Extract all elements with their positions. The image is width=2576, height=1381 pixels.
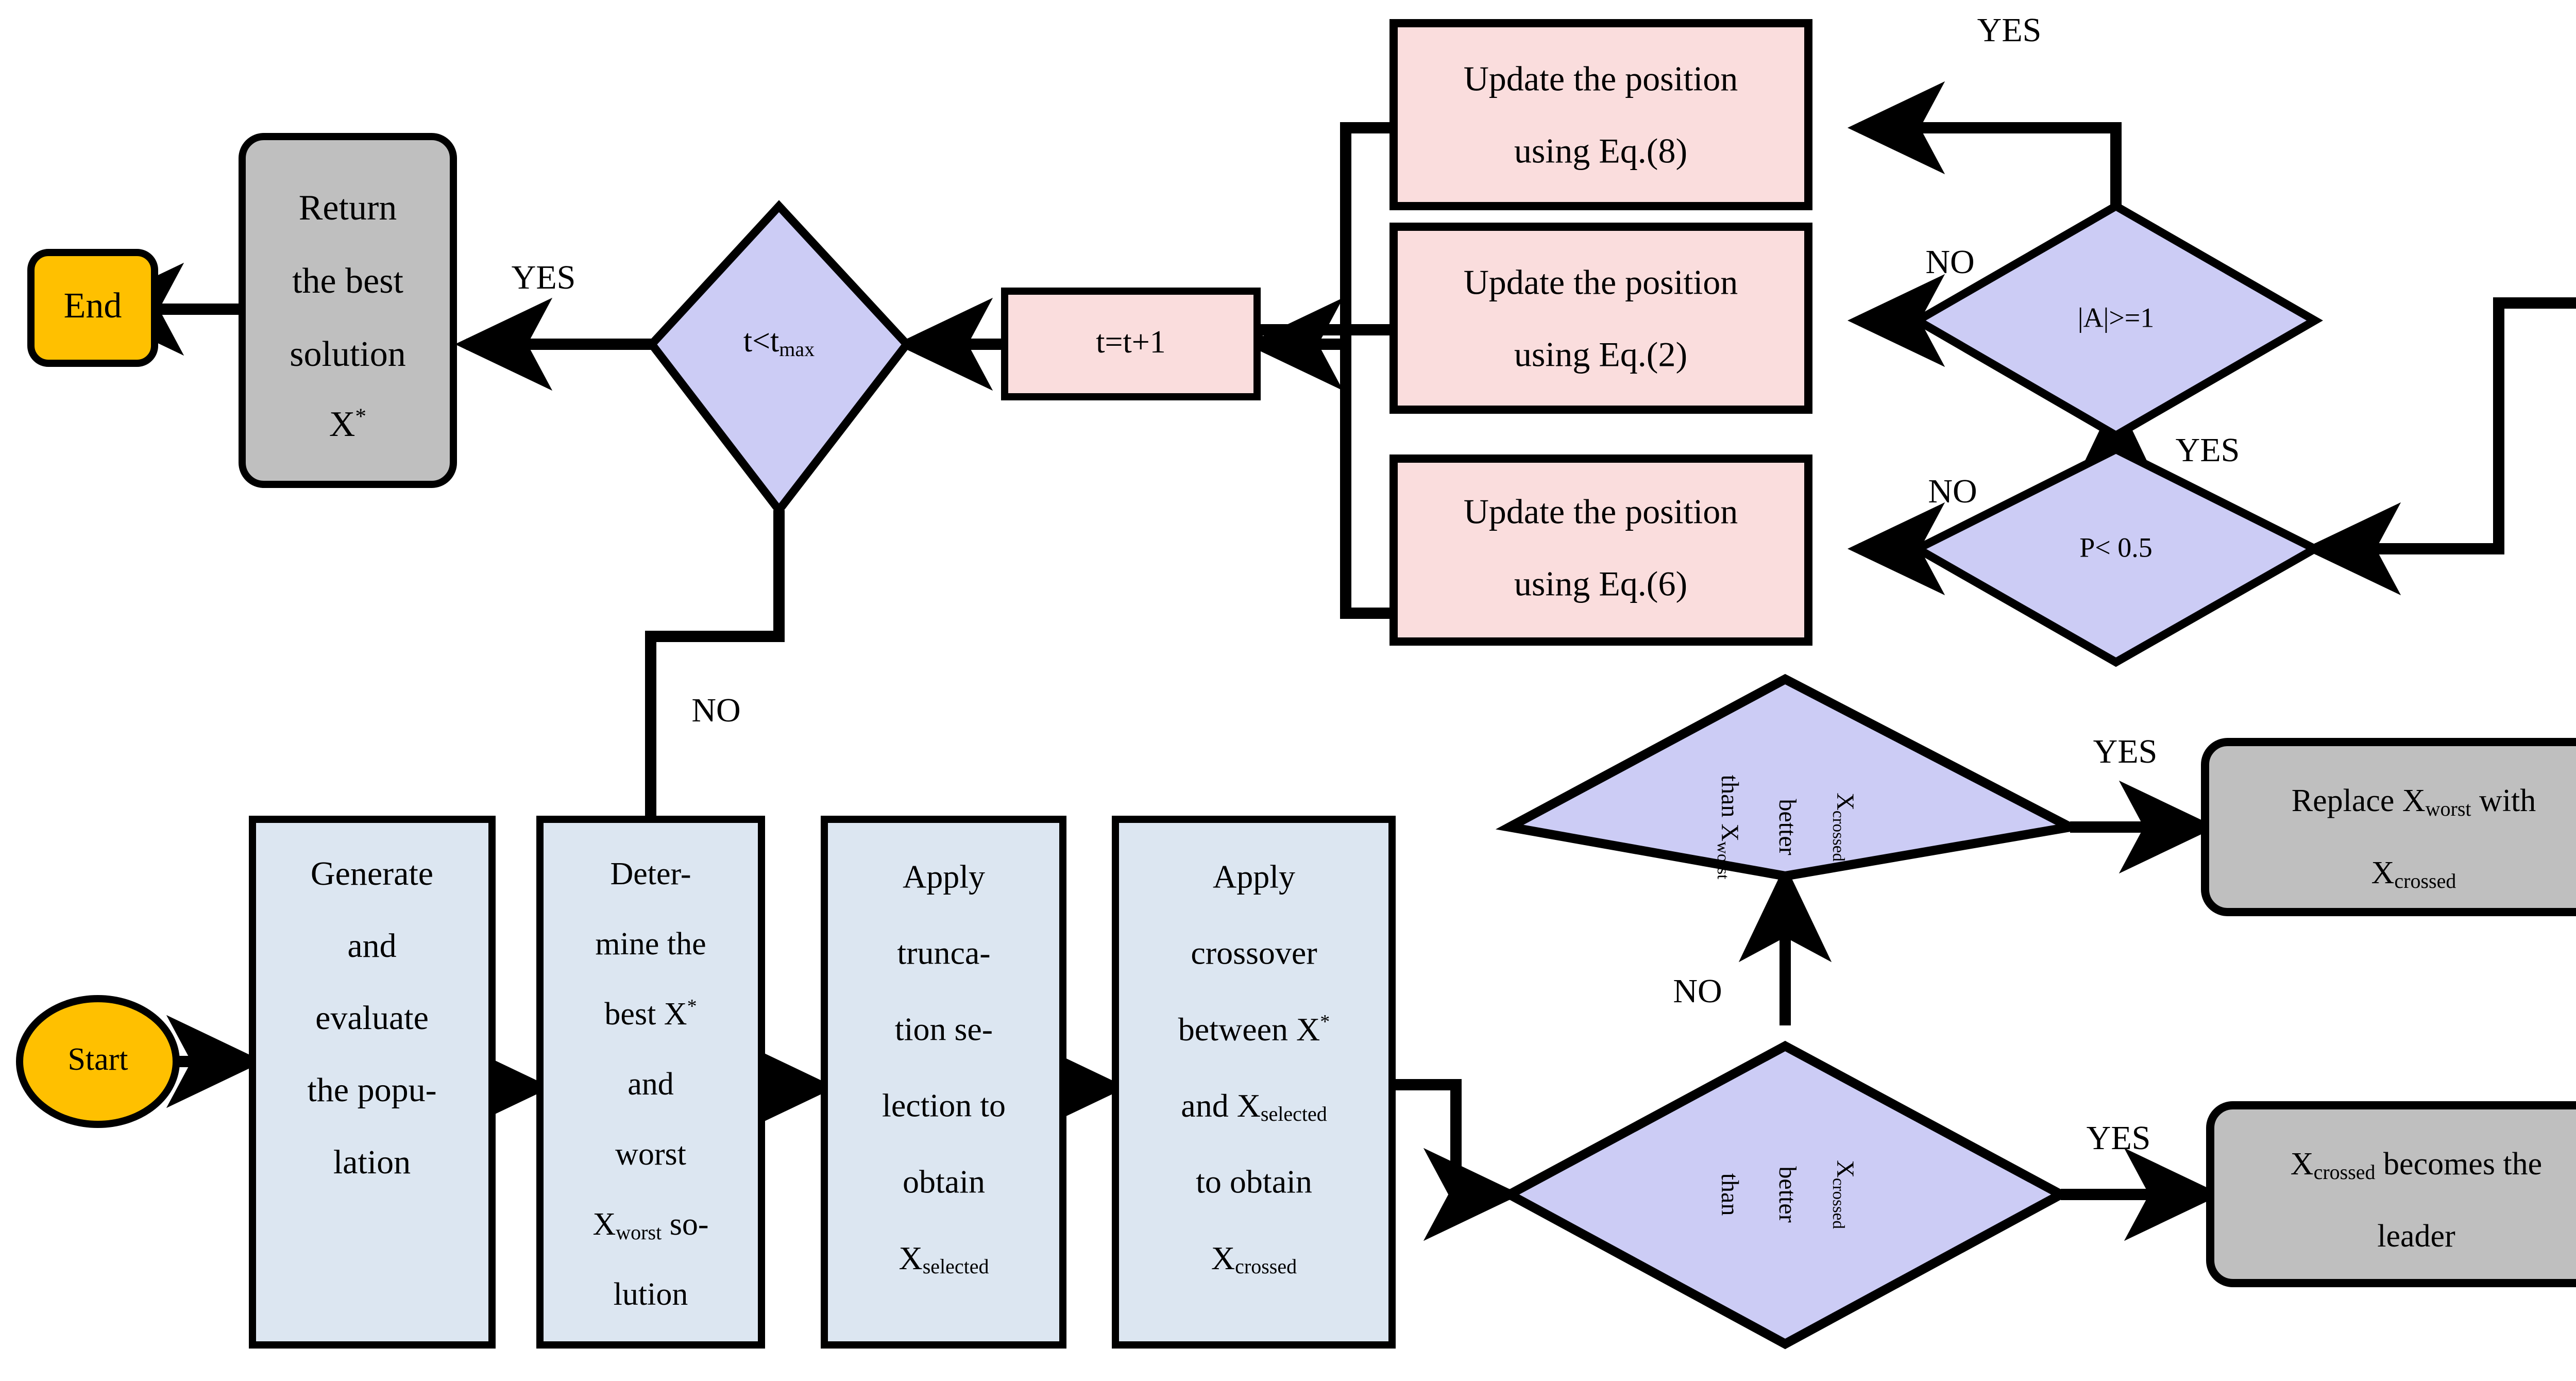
node-update-eq2[interactable]	[1389, 223, 1812, 414]
edge-layer	[86, 81, 2576, 1241]
node-update-eq2-line-2: using Eq.(2)	[1514, 335, 1687, 374]
node-update-eq8-line-2: using Eq.(8)	[1514, 131, 1687, 171]
node-generate-evaluate[interactable]	[249, 816, 496, 1349]
node-t-lt-tmax[interactable]	[646, 200, 912, 517]
edge-label-no-abs-a: NO	[1925, 243, 1974, 281]
edge-label-no-tmax: NO	[691, 692, 740, 729]
node-replace-worst[interactable]	[2201, 738, 2576, 916]
node-apply-truncation[interactable]	[821, 816, 1066, 1349]
node-t-increment[interactable]	[1001, 288, 1261, 400]
node-truncation-line-2: trunca-	[897, 935, 990, 971]
node-crossover-line-3: between X*	[1178, 1011, 1330, 1048]
edge-coefficients-to-p-decision	[2303, 297, 2576, 596]
leader-decision-line-1: Xcrossed	[1829, 1160, 1859, 1229]
node-replace-worst-line-2: Xcrossed	[2371, 855, 2456, 892]
node-determine-line-4: and	[628, 1067, 674, 1102]
node-truncation-line-4: lection to	[882, 1087, 1006, 1124]
node-crossed-better-than-leader-text: Xcrossed better than	[1716, 1160, 1859, 1229]
node-becomes-leader[interactable]	[2206, 1101, 2576, 1287]
node-t-lt-tmax-label: t<tmax	[743, 324, 815, 361]
node-update-eq8[interactable]	[1389, 19, 1812, 210]
node-crossed-better-than-leader[interactable]	[1500, 1040, 2071, 1350]
node-return-line-3: solution	[290, 334, 406, 374]
node-update-eq2-line-1: Update the position	[1464, 263, 1738, 302]
worst-decision-line-2: better	[1774, 799, 1801, 855]
node-return-best-solution[interactable]	[239, 133, 457, 488]
node-truncation-line-1: Apply	[903, 858, 985, 895]
node-generate-line-3: evaluate	[315, 999, 429, 1037]
node-crossover-line-6: Xcrossed	[1211, 1240, 1297, 1278]
edge-updates-merge-rail	[1340, 122, 1394, 619]
node-determine-line-1: Deter-	[610, 856, 691, 891]
node-return-line-1: Return	[299, 188, 397, 228]
node-end[interactable]	[27, 249, 158, 367]
node-update-eq6-line-1: Update the position	[1464, 492, 1738, 531]
edge-label-no-p: NO	[1928, 473, 1977, 510]
node-crossover-line-2: crossover	[1191, 935, 1317, 971]
worst-decision-line-1: Xcrossed	[1829, 793, 1859, 862]
node-start[interactable]	[16, 995, 180, 1128]
node-return-line-4: X*	[329, 404, 366, 444]
node-abs-a-ge-1[interactable]	[1909, 201, 2324, 441]
node-truncation-line-5: obtain	[903, 1164, 985, 1200]
edge-label-yes-to-return: YES	[512, 259, 576, 296]
node-becomes-leader-line-1: Xcrossed becomes the	[2291, 1147, 2542, 1184]
node-determine-line-6: Xworst so-	[593, 1207, 709, 1244]
node-end-label: End	[64, 286, 122, 326]
node-abs-a-ge-1-label: |A|>=1	[2078, 302, 2155, 333]
edge-label-no-crossed-worst: NO	[1673, 972, 1722, 1010]
node-generate-line-4: the popu-	[307, 1071, 436, 1109]
node-crossed-better-than-worst-text: Xcrossed better than Xworst	[1714, 775, 1859, 880]
worst-decision-line-3: than Xworst	[1714, 775, 1743, 880]
node-truncation-line-3: tion se-	[895, 1011, 993, 1048]
edge-label-yes-crossed-leader: YES	[2087, 1119, 2151, 1157]
node-update-eq6[interactable]	[1389, 454, 1812, 646]
node-determine-line-3: best X*	[604, 996, 697, 1032]
node-determine-line-5: worst	[615, 1137, 686, 1172]
edge-label-yes-p: YES	[2176, 431, 2240, 469]
node-determine-line-2: mine the	[595, 927, 706, 962]
node-determine-line-7: lution	[614, 1277, 688, 1312]
node-crossover-line-1: Apply	[1213, 858, 1295, 895]
node-generate-line-1: Generate	[311, 855, 433, 892]
node-replace-worst-line-1: Replace Xworst with	[2292, 783, 2536, 820]
node-apply-crossover[interactable]	[1112, 816, 1396, 1349]
edge-crossover-to-leader-decision	[1392, 1079, 1521, 1241]
edge-label-yes-top-right: YES	[1977, 11, 2042, 49]
node-crossover-line-4: and Xselected	[1181, 1087, 1327, 1126]
node-update-eq8-line-1: Update the position	[1464, 59, 1738, 98]
node-generate-line-2: and	[347, 927, 396, 965]
node-return-line-2: the best	[292, 261, 403, 301]
node-crossed-better-than-worst[interactable]	[1495, 673, 2084, 881]
edge-label-yes-crossed-worst: YES	[2093, 733, 2158, 770]
node-p-lt-05[interactable]	[1909, 445, 2324, 667]
node-p-lt-05-label: P< 0.5	[2079, 532, 2153, 563]
edge-absa-yes-to-eq8	[1847, 81, 2122, 234]
edge-tmax-no-to-determine	[604, 510, 785, 981]
node-truncation-line-6: Xselected	[899, 1240, 989, 1278]
node-crossover-line-5: to obtain	[1196, 1164, 1312, 1200]
leader-decision-line-2: better	[1774, 1166, 1801, 1222]
leader-decision-line-3: than	[1716, 1173, 1743, 1216]
node-determine-best-worst[interactable]	[536, 816, 765, 1349]
node-t-increment-label: t=t+1	[1096, 325, 1165, 360]
node-start-label: Start	[67, 1042, 128, 1077]
node-update-eq6-line-2: using Eq.(6)	[1514, 564, 1687, 603]
node-becomes-leader-line-2: leader	[2377, 1219, 2455, 1254]
node-generate-line-5: lation	[333, 1143, 411, 1181]
